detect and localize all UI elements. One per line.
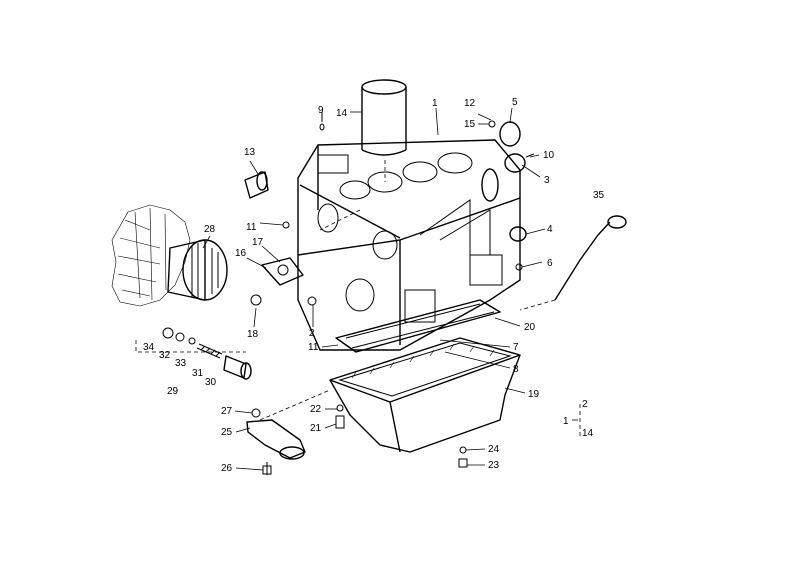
legend-sub-top-label: 2 (582, 399, 588, 410)
callout-35: 35 (593, 190, 605, 201)
oil-pan (329, 337, 521, 453)
oil-strainer (246, 408, 306, 475)
callout-28: 28 (204, 224, 216, 235)
callout-13: 13 (244, 147, 256, 158)
callout-29: 29 (167, 386, 179, 397)
callout-23: 23 (488, 460, 500, 471)
drain-plugs (335, 404, 468, 468)
callout-3: 3 (544, 175, 550, 186)
callout-4: 4 (547, 224, 553, 235)
callout-27: 27 (221, 406, 233, 417)
assembly-lines (259, 160, 386, 421)
gasket (335, 299, 501, 353)
callout-22: 22 (310, 404, 322, 415)
cylinder-liner (361, 79, 407, 156)
callout-21: 21 (310, 423, 322, 434)
callout-33: 33 (175, 358, 187, 369)
leader-lines (202, 107, 546, 471)
callout-25: 25 (221, 427, 233, 438)
callout-18: 18 (247, 329, 259, 340)
dipstick (519, 215, 627, 311)
callout-5: 5 (512, 97, 518, 108)
legend-sub-bottom-label: 14 (582, 428, 594, 439)
callout-32: 32 (159, 350, 171, 361)
callout-14: 14 (336, 108, 348, 119)
callout-8: 8 (513, 364, 519, 375)
callout-24: 24 (488, 444, 500, 455)
callout-labels: 1 2 3 4 5 6 7 8 9 10 11 11 12 13 14 15 1… (143, 97, 605, 474)
callout-12: 12 (464, 98, 476, 109)
callout-26: 26 (221, 463, 233, 474)
callout-7: 7 (513, 342, 519, 353)
water-pump (167, 239, 228, 301)
callout-11-upper: 11 (246, 222, 257, 233)
callout-11-lower: 11 (308, 342, 319, 353)
callout-9: 9 (318, 105, 324, 116)
callout-6: 6 (547, 258, 553, 269)
callout-2: 2 (309, 328, 315, 339)
legend-main-label: 1 (563, 416, 569, 427)
cylinder-block (297, 139, 521, 351)
callout-31: 31 (192, 368, 204, 379)
callout-15: 15 (464, 119, 476, 130)
callout-19: 19 (528, 389, 540, 400)
callout-30: 30 (205, 377, 217, 388)
callout-34: 34 (143, 342, 155, 353)
relief-valve-parts (135, 327, 252, 380)
callout-1: 1 (432, 98, 438, 109)
callout-10: 10 (543, 150, 555, 161)
callout-20: 20 (524, 322, 536, 333)
callout-17: 17 (252, 237, 264, 248)
callout-16: 16 (235, 248, 247, 259)
legend-diagram (572, 404, 581, 438)
background-engine-outline (111, 204, 191, 307)
